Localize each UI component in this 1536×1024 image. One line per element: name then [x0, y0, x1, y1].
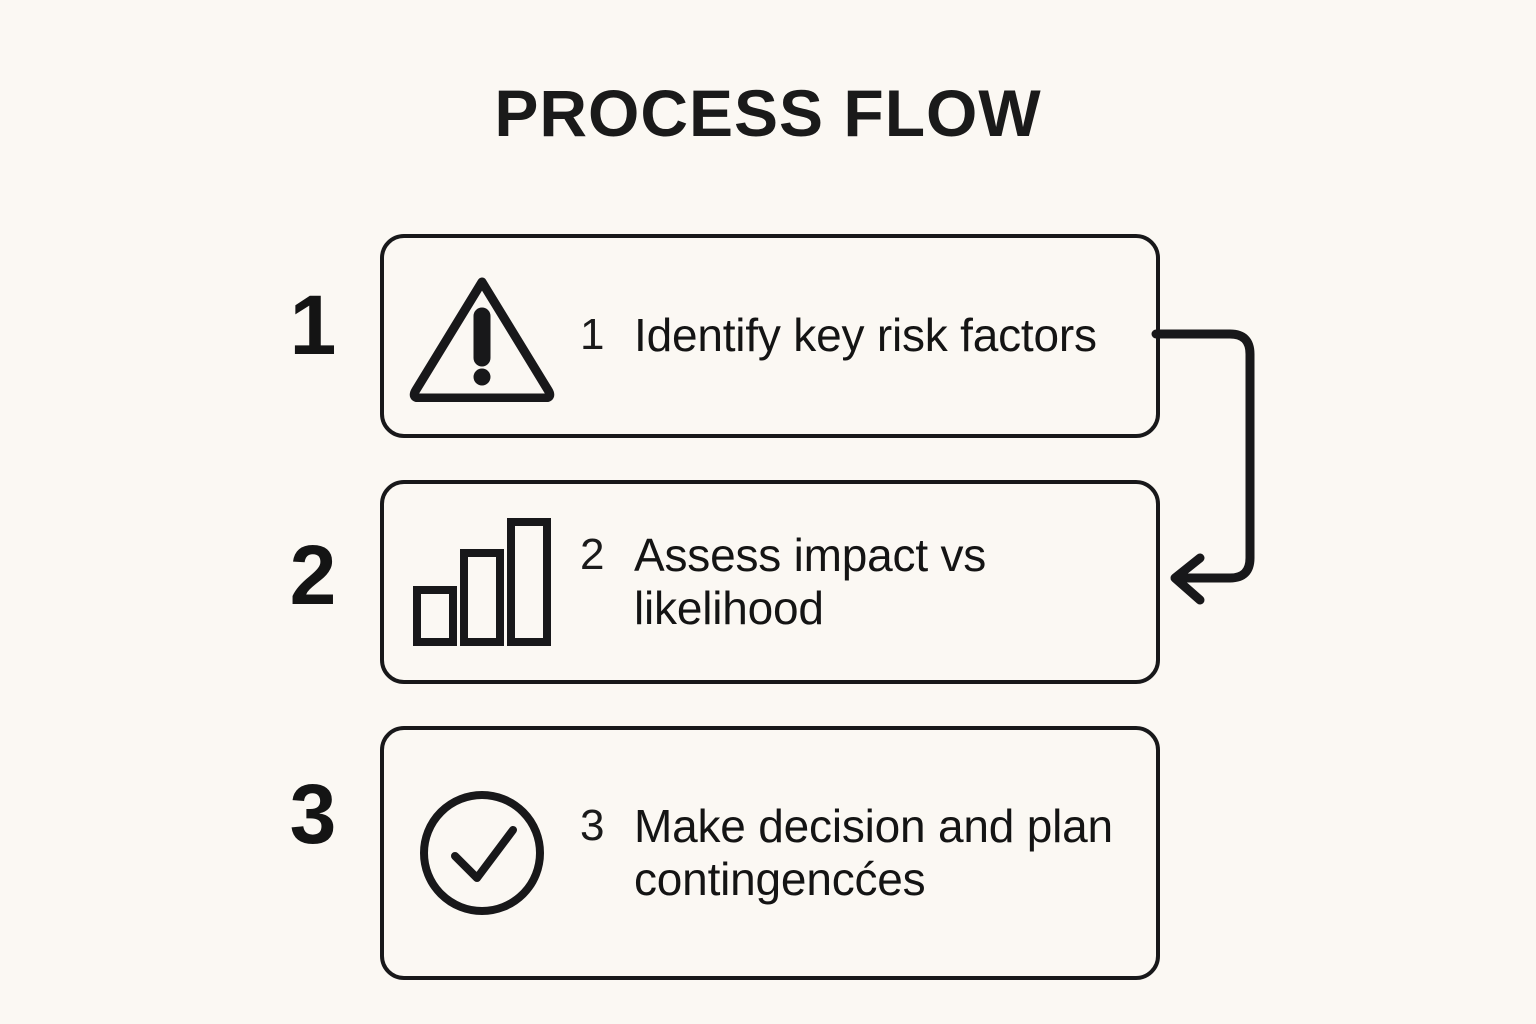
card-body-1: 1 Identify key risk factors [580, 309, 1156, 362]
page-title: PROCESS FLOW [494, 76, 1042, 150]
step-index-2: 2 [289, 528, 337, 622]
connector-arrow-step1-to-step2 [1151, 329, 1255, 605]
warning-triangle-icon [384, 270, 580, 402]
card-body-3: 3 Make decision and plan contingencćes [580, 800, 1156, 907]
card-label-3: Make decision and plan contingencćes [634, 799, 1113, 905]
card-label-2: Assess impact vs likelihood [634, 528, 987, 634]
check-circle-icon [384, 788, 580, 918]
step-index-1: 1 [289, 278, 337, 372]
process-step-card-3[interactable]: 3 Make decision and plan contingencćes [380, 726, 1160, 980]
card-number-3: 3 [580, 800, 605, 850]
bar-chart-icon [384, 516, 580, 648]
process-step-card-2[interactable]: 2 Assess impact vs likelihood [380, 480, 1160, 684]
process-step-card-1[interactable]: 1 Identify key risk factors [380, 234, 1160, 438]
card-number-1: 1 [580, 310, 605, 360]
card-body-2: 2 Assess impact vs likelihood [580, 529, 1156, 636]
step-index-3: 3 [289, 767, 337, 861]
card-number-2: 2 [580, 529, 605, 579]
card-label-1: Identify key risk factors [634, 309, 1097, 362]
